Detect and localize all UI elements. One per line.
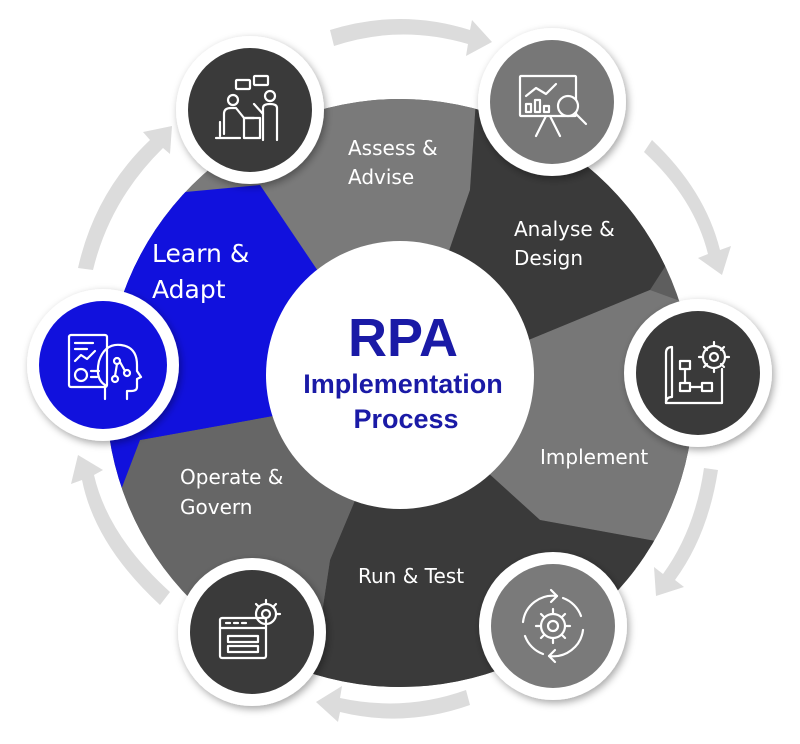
ai-head-report-icon [67,333,143,401]
stage-label-learn: Learn & [152,239,249,268]
cycle-arrows [71,19,731,722]
center-subtitle-1: Implementation [303,369,503,399]
stage-badge-learn[interactable] [27,289,179,441]
blueprint-gear-icon [664,340,731,405]
stage-badge-run[interactable] [479,552,627,700]
center-subtitle-2: Process [353,404,458,434]
presentation-analysis-icon [518,74,588,138]
center-hub: RPA Implementation Process [266,241,534,509]
arrow-right-top [644,140,731,275]
arrow-left-top [78,126,172,270]
stage-badge-operate[interactable] [178,558,326,706]
stage-label-run: Run & Test [358,564,464,588]
cycle-gear-icon [521,588,585,664]
arrow-right-bottom [654,468,718,596]
stage-label-implement: Implement [540,445,648,469]
stage-badge-implement[interactable] [624,299,772,447]
browser-gear-icon [218,598,282,660]
stage-label-operate: Operate & [180,465,283,489]
center-title: RPA [348,308,458,368]
stage-badge-assess[interactable] [176,36,324,184]
meeting-icon [214,74,279,142]
stage-label-learn-2: Adapt [152,275,226,304]
stage-label-assess: Assess & [348,136,438,160]
stage-label-analyse-2: Design [514,246,583,270]
stage-label-assess-2: Advise [348,165,414,189]
arrow-top [330,19,492,56]
stage-badge-analyse[interactable] [478,28,626,176]
stage-label-analyse: Analyse & [514,217,615,241]
arrow-left-bottom [71,455,170,605]
arrow-bottom [316,686,470,722]
stage-label-operate-2: Govern [180,495,252,519]
